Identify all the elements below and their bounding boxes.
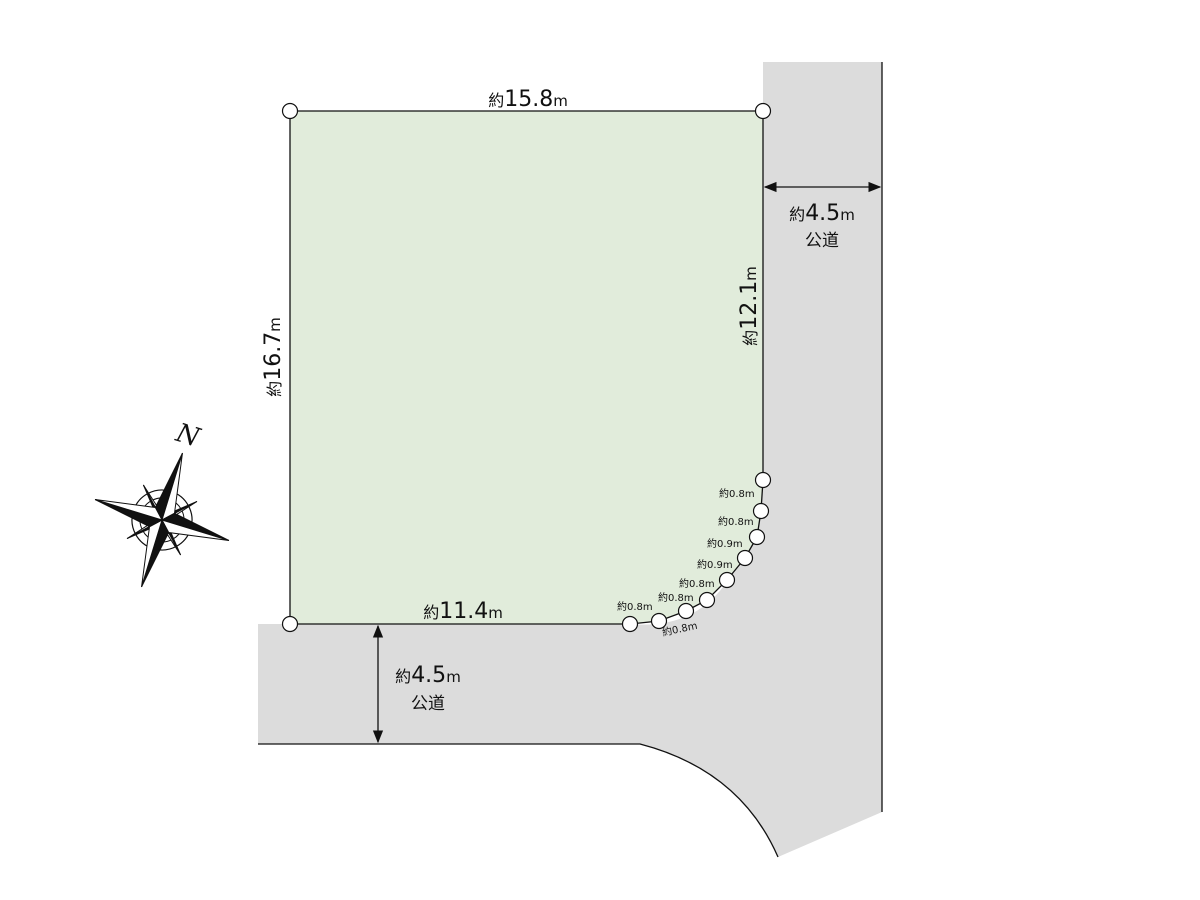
boundary-marker [748,528,766,546]
boundary-marker [650,612,668,630]
road-edge-lines [258,62,883,858]
top-edge-length: 約15.8m [488,87,568,112]
south-road-width: 約4.5m [395,663,461,688]
east-road-width: 約4.5m [789,201,855,226]
corner-segment-label: 約0.8m [658,591,694,604]
lot-polygon [289,110,764,625]
north-label: N [172,418,205,454]
east-road-name: 公道 [805,231,839,251]
road-area [258,62,883,858]
compass-rose-icon: N [94,418,230,588]
boundary-marker [281,615,299,633]
boundary-marker [752,502,770,520]
boundary-marker [754,471,772,489]
boundary-marker [718,571,736,589]
boundary-markers [281,102,772,633]
corner-segment-labels: 約0.8m 約0.8m 約0.9m 約0.9m 約0.8m 約0.8m 約0.8… [617,487,755,639]
corner-segment-label: 約0.8m [719,487,755,500]
corner-segment-label: 約0.8m [617,600,653,613]
corner-segment-label: 約0.8m [718,515,754,528]
east-road [258,62,882,857]
boundary-marker [281,102,299,120]
corner-segment-label: 約0.9m [707,537,743,550]
south-road-name: 公道 [411,694,445,714]
boundary-marker [736,549,754,567]
right-edge-length: 約12.1m [737,266,762,346]
corner-segment-label: 約0.9m [697,558,733,571]
boundary-marker [698,591,716,609]
bottom-edge-length: 約11.4m [423,599,503,624]
boundary-marker [754,102,772,120]
boundary-marker [621,615,639,633]
left-edge-length: 約16.7m [261,317,286,397]
corner-segment-label: 約0.8m [679,577,715,590]
boundary-marker [677,602,695,620]
